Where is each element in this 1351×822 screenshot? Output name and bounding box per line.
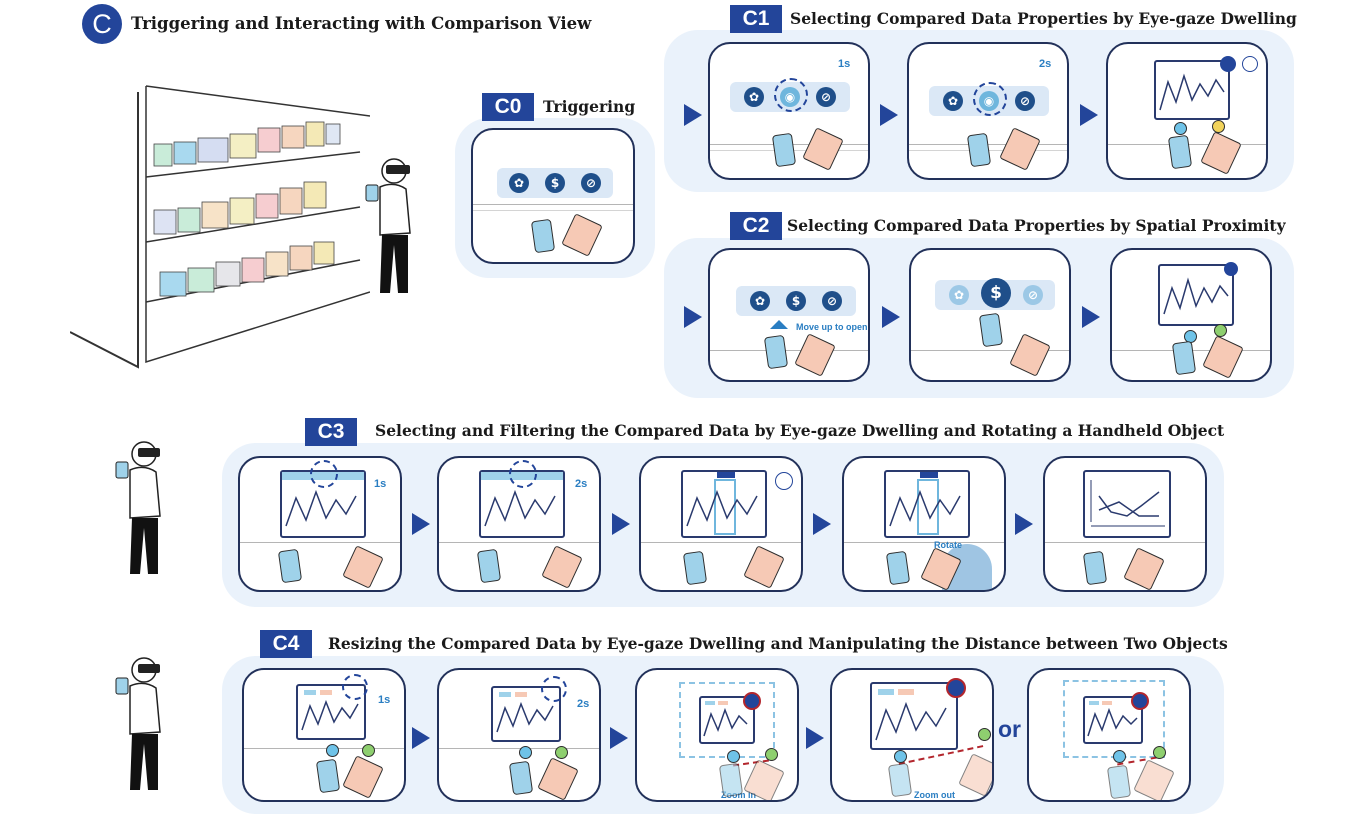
dwell-timer: 1s [838,58,851,70]
c1-badge: C1 [730,5,782,33]
dwell-timer: 2s [575,478,588,490]
c3-step3 [639,456,803,592]
comparison-view [1154,60,1230,120]
c3-step2: 2s [437,456,601,592]
header-badge: C [82,4,122,44]
nutrition-icon[interactable]: ✿ [949,285,969,305]
c0-scene: ✿ $ ⊘ [471,128,635,264]
c4-step4: Zoom out [830,668,994,802]
c3-title: Selecting and Filtering the Compared Dat… [375,421,1225,440]
move-up-arrow-icon [770,320,788,329]
c1-title: Selecting Compared Data Properties by Ey… [790,9,1297,28]
check-icon[interactable] [1242,56,1258,72]
c4-step2: 2s [437,668,601,802]
c2-badge: C2 [730,212,782,240]
c4-badge: C4 [260,630,312,658]
price-icon[interactable]: $ [981,278,1011,308]
c1-step3 [1106,42,1268,180]
gaze-ring [509,460,537,488]
nutrition-icon[interactable]: ✿ [750,291,770,311]
step-arrow [806,727,824,749]
pill-icon[interactable]: ⊘ [1023,285,1043,305]
step-arrow [880,104,898,126]
c0-title: Triggering [543,97,636,116]
handheld-bag [561,213,603,257]
expand-icon[interactable] [946,678,966,698]
handheld-phone [530,218,556,254]
c2-step1: ✿ $ ⊘ Move up to open [708,248,870,382]
dwell-timer: 2s [577,698,590,710]
anchor-pin [1212,120,1225,133]
comparison-view [681,470,767,538]
pill-icon[interactable]: ⊘ [816,87,836,107]
nutrition-icon[interactable]: ✿ [509,173,529,193]
person-illustration [365,158,411,293]
zoom-out-label: Zoom out [914,790,955,800]
expand-icon[interactable] [743,692,761,710]
move-up-hint: Move up to open [796,322,868,332]
c3-step5 [1043,456,1207,592]
step-arrow [813,513,831,535]
dwell-timer: 2s [1039,58,1052,70]
step-arrow [412,513,430,535]
or-separator: or [998,716,1021,742]
step-arrow [684,104,702,126]
c2-step2: ✿ $ ⊘ [909,248,1071,382]
pill-icon[interactable]: ⊘ [581,173,601,193]
nutrition-icon[interactable]: ✿ [943,91,963,111]
rotate-label: Rotate [934,540,963,550]
c3-badge: C3 [305,418,357,446]
expand-icon[interactable] [1220,56,1236,72]
check-icon[interactable] [775,472,793,490]
c1-step1: ✿ ◉ ⊘ 1s [708,42,870,180]
step-arrow [612,513,630,535]
dwell-timer: 1s [374,478,387,490]
step-arrow [1080,104,1098,126]
price-icon[interactable]: $ [786,291,806,311]
step-arrow [610,727,628,749]
c1-step2: ✿ ◉ ⊘ 2s [907,42,1069,180]
step-arrow [684,306,702,328]
gaze-ring [342,674,368,700]
c3-step4: Rotate [842,456,1006,592]
step-arrow [412,727,430,749]
nutrition-icon[interactable]: ✿ [744,87,764,107]
gaze-ring [310,460,338,488]
comparison-view [479,470,565,538]
c4-step1: 1s [242,668,406,802]
c4-step3: Zoom in [635,668,799,802]
gaze-ring [541,676,567,702]
dwell-timer: 1s [378,694,391,706]
pill-icon[interactable]: ⊘ [1015,91,1035,111]
price-icon[interactable]: $ [545,173,565,193]
c4-title: Resizing the Compared Data by Eye-gaze D… [328,634,1228,653]
c2-title: Selecting Compared Data Properties by Sp… [787,216,1286,235]
expand-icon[interactable] [1224,262,1238,276]
c0-badge: C0 [482,93,534,121]
figure-title: Triggering and Interacting with Comparis… [131,14,592,33]
comparison-view [870,682,958,750]
person-illustration [115,657,161,790]
comparison-view [1083,470,1171,538]
step-arrow [1015,513,1033,535]
step-arrow [1082,306,1100,328]
person-illustration [115,441,161,574]
expand-icon[interactable] [1131,692,1149,710]
shelf-illustration [70,85,370,369]
gaze-ring [774,78,808,112]
step-arrow [882,306,900,328]
anchor-pin [1174,122,1187,135]
c2-step3 [1110,248,1272,382]
comparison-view [1158,264,1234,326]
property-menu: ✿ $ ⊘ [497,168,613,198]
c3-step1: 1s [238,456,402,592]
comparison-view [884,470,970,538]
c4-step5 [1027,668,1191,802]
gaze-ring [973,82,1007,116]
pill-icon[interactable]: ⊘ [822,291,842,311]
